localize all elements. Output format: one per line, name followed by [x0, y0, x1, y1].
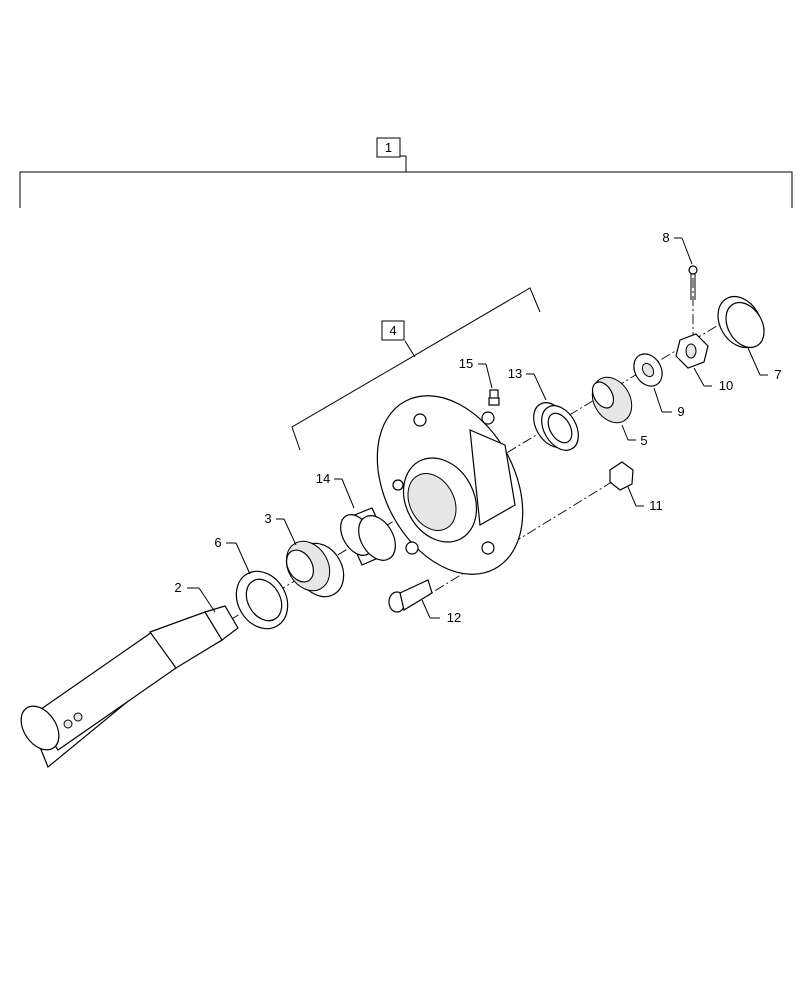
grease-fitting-15 — [488, 389, 500, 406]
callout-6: 6 — [214, 535, 221, 550]
inner-bearing-3 — [285, 540, 345, 598]
assembly-bracket-4: 4 — [291, 287, 541, 451]
callout-12: 12 — [447, 610, 461, 625]
callout-15: 15 — [459, 356, 473, 371]
callout-14: 14 — [316, 471, 330, 486]
spindle-shaft — [20, 605, 239, 768]
dust-cap-7 — [717, 295, 765, 349]
callout-9: 9 — [677, 404, 684, 419]
callout-4: 4 — [389, 323, 396, 338]
assembly-bracket-1: 1 — [19, 137, 793, 208]
wheel-stud-12 — [388, 579, 433, 613]
callout-13: 13 — [508, 366, 522, 381]
callout-10: 10 — [719, 378, 733, 393]
cotter-pin-8 — [688, 265, 698, 300]
outer-cup-13 — [533, 402, 579, 451]
callout-box-1 — [376, 137, 401, 158]
callout-7: 7 — [774, 367, 781, 382]
callout-11: 11 — [649, 498, 663, 513]
callout-2: 2 — [174, 580, 181, 595]
callout-3: 3 — [264, 511, 271, 526]
callout-1: 1 — [385, 140, 392, 155]
callout-5: 5 — [640, 433, 647, 448]
wheel-nut-11 — [609, 461, 634, 491]
callouts: 2 6 3 14 15 13 5 9 10 7 8 11 — [174, 230, 781, 625]
outer-bearing-5 — [591, 376, 633, 424]
seal-6 — [235, 570, 289, 630]
wheel-hub — [376, 395, 524, 575]
inner-cup-14 — [340, 507, 396, 566]
washer-9 — [633, 353, 663, 387]
castle-nut-10 — [675, 333, 709, 369]
callout-8: 8 — [662, 230, 669, 245]
callout-box-4 — [381, 320, 405, 341]
